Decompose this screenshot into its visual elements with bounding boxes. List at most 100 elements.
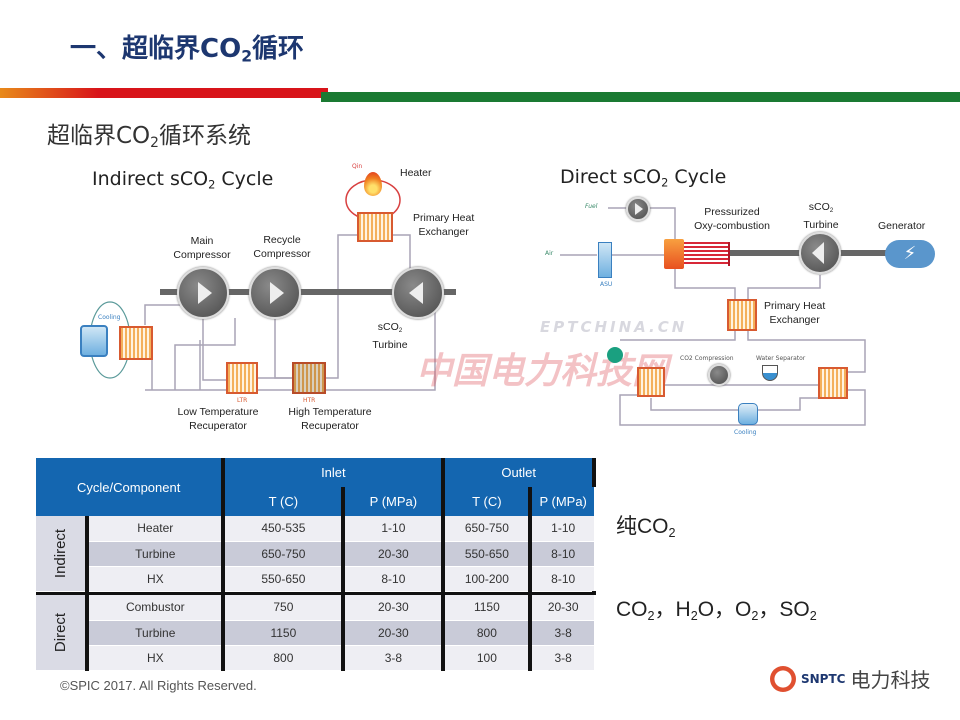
cooling-tower-icon — [80, 325, 108, 357]
water-separator-label: Water Separator — [756, 355, 806, 362]
cell-component: Turbine — [87, 541, 226, 567]
group-separator — [36, 591, 596, 595]
logo-text: 电力科技 — [850, 668, 931, 692]
cell-in-p: 8-10 — [343, 566, 446, 592]
cell-in-t: 1150 — [223, 620, 346, 646]
header-inlet-t: T (C) — [223, 487, 346, 516]
heater-label: Heater — [400, 167, 432, 179]
turbine-icon — [392, 267, 444, 319]
direct-cooler-hx — [818, 367, 848, 399]
group-label: Direct — [36, 595, 90, 671]
cell-out-t: 100 — [443, 645, 533, 671]
title-divider-red — [0, 88, 328, 98]
cell-out-t: 650-750 — [443, 516, 533, 542]
watermark-url: EPTCHINA.CN — [540, 318, 688, 336]
cell-out-p: 8-10 — [530, 541, 594, 567]
direct-primary-heat-exchanger — [727, 299, 757, 331]
mascot-icon — [770, 665, 796, 692]
watermark-name: 中国电力科技网 — [416, 351, 669, 392]
generator-bolt-icon: ⚡ — [885, 240, 935, 268]
low-temp-recuperator — [226, 362, 258, 394]
recycle-compressor-icon — [249, 267, 301, 319]
co2-compressor-icon — [708, 364, 730, 386]
header-outlet-p: P (MPa) — [530, 487, 594, 516]
cell-in-t: 750 — [223, 595, 346, 621]
direct-cooling-label: Cooling — [734, 429, 757, 436]
high-temp-recuperator — [292, 362, 326, 394]
header-inlet: Inlet — [223, 458, 446, 487]
cell-component: HX — [87, 566, 226, 592]
group-name: Direct — [52, 612, 70, 652]
recuperator-icon — [637, 367, 665, 397]
title-divider-green — [321, 92, 960, 102]
fuel-label: Fuel — [585, 203, 598, 210]
header-outlet-t: T (C) — [443, 487, 533, 516]
primary-heat-exchanger — [357, 212, 393, 242]
cell-out-p: 1-10 — [530, 516, 594, 542]
indirect-working-fluid: 纯CO2 — [616, 515, 676, 540]
direct-turbine-icon — [799, 232, 841, 274]
cell-out-p: 20-30 — [530, 595, 594, 621]
cell-component: Combustor — [87, 595, 226, 621]
main-compressor-icon — [177, 267, 229, 319]
cell-in-t: 650-750 — [223, 541, 346, 567]
cell-out-p: 8-10 — [530, 566, 594, 592]
direct-cooling-tower-icon — [738, 403, 758, 425]
co2-compression-label: CO2 Compression — [680, 355, 734, 362]
cell-out-t: 550-650 — [443, 541, 533, 567]
cell-in-p: 20-30 — [343, 541, 446, 567]
cell-out-t: 800 — [443, 620, 533, 646]
group-label: Indirect — [36, 516, 90, 592]
htr-tag: HTR — [303, 397, 316, 404]
indirect-title: Indirect sCO2 Cycle — [92, 168, 274, 192]
operating-conditions-table: Cycle/Component Inlet Outlet T (C) P (MP… — [36, 458, 596, 671]
cell-in-t: 450-535 — [223, 516, 346, 542]
separator-cell — [36, 591, 596, 595]
oxy-combustor-icon — [684, 242, 730, 266]
expander-icon — [607, 347, 623, 363]
cell-in-p: 3-8 — [343, 645, 446, 671]
header-outlet: Outlet — [443, 458, 596, 487]
cell-out-p: 3-8 — [530, 620, 594, 646]
wechat-logo: SNPTC 电力科技 — [770, 664, 930, 693]
cooler-heat-exchanger — [119, 326, 153, 360]
cell-in-t: 550-650 — [223, 566, 346, 592]
cell-in-p: 20-30 — [343, 595, 446, 621]
generator-label: Generator — [878, 220, 926, 232]
cell-out-t: 100-200 — [443, 566, 533, 592]
header-inlet-p: P (MPa) — [343, 487, 446, 516]
group-name: Indirect — [52, 528, 70, 578]
asu-icon — [598, 242, 612, 278]
cell-out-p: 3-8 — [530, 645, 594, 671]
ltr-tag: LTR — [237, 397, 248, 404]
combustor-inlet-icon — [664, 239, 684, 269]
air-label: Air — [545, 250, 554, 257]
header-cycle-component: Cycle/Component — [36, 458, 226, 516]
cooling-label: Cooling — [98, 314, 121, 321]
logo-brand: SNPTC — [801, 671, 846, 686]
q-in-label: Qin — [352, 163, 363, 170]
section-subtitle: 超临界CO2循环系统 — [47, 123, 251, 152]
water-separator-icon — [762, 365, 778, 381]
cell-component: Heater — [87, 516, 226, 542]
asu-label: ASU — [600, 281, 613, 288]
copyright-footer: ©SPIC 2017. All Rights Reserved. — [60, 678, 257, 693]
cell-component: Turbine — [87, 620, 226, 646]
page-title: 一、超临界CO2循环 — [70, 34, 305, 66]
cell-in-t: 800 — [223, 645, 346, 671]
cell-out-t: 1150 — [443, 595, 533, 621]
cell-in-p: 1-10 — [343, 516, 446, 542]
